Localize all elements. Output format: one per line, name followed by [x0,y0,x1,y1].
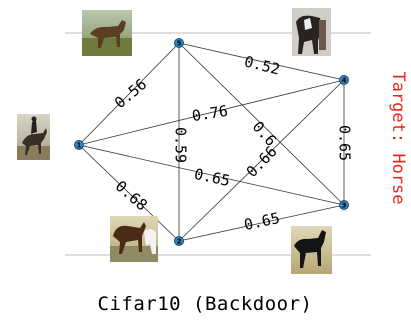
node-label-4: 4 [342,77,347,85]
nodes-group: 1 2 3 4 5 [74,38,349,246]
node-1: 1 [74,140,84,150]
node-3: 3 [339,200,349,210]
thumbnail-node-3 [291,226,332,274]
node-label-1: 1 [77,142,82,150]
edge-weight-1-4: 0.76 [191,102,229,125]
edge-weight-2-4: 0.66 [243,142,281,180]
target-label: Target: Horse [388,71,408,204]
thumbnail-node-4 [292,8,331,56]
figure-caption: Cifar10 (Backdoor) [98,293,313,315]
node-circle-4 [339,75,349,85]
node-label-3: 3 [342,202,347,210]
node-circle-5 [174,38,184,48]
edge-2-3 [178,204,345,242]
node-circle-1 [74,140,84,150]
edge-1-5 [78,42,180,146]
edge-weight-5-2: 0.59 [172,127,190,163]
node-circle-3 [339,200,349,210]
edge-5-4 [178,42,345,81]
edge-1-4 [78,79,345,146]
edge-weight-5-4: 0.52 [242,52,281,78]
node-label-2: 2 [177,238,182,246]
node-5: 5 [174,38,184,48]
thumbnail-node-5 [82,10,132,56]
node-circle-2 [174,236,184,246]
edge-2-4 [178,79,345,242]
edge-5-3 [178,42,345,206]
node-4: 4 [339,75,349,85]
edge-weight-1-5: 0.56 [111,75,150,112]
edge-weight-2-3: 0.65 [242,209,281,234]
node-label-5: 5 [177,40,182,48]
edge-1-3 [78,144,345,206]
thumbnail-node-2 [110,216,158,262]
edge-1-2 [78,144,180,242]
thumbnail-node-1 [17,114,50,160]
edge-weight-1-3: 0.65 [193,165,232,190]
edge-weight-4-3: 0.65 [336,125,354,161]
node-2: 2 [174,236,184,246]
